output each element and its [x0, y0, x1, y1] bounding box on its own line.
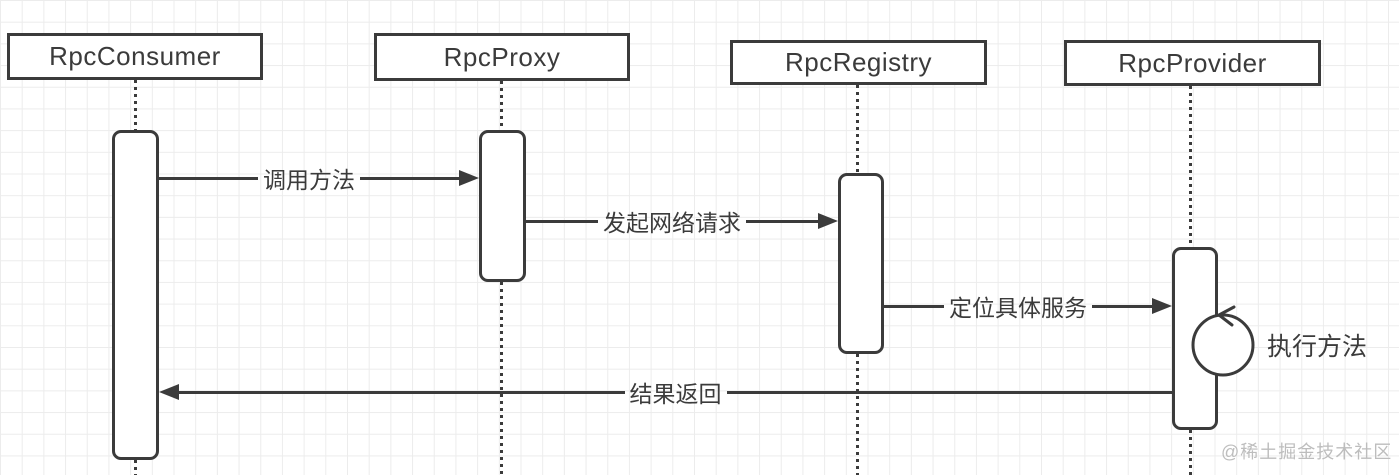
arrowhead-right-icon [818, 213, 838, 229]
arrowhead-left-icon [159, 384, 179, 400]
participant-rpcregistry-label: RpcRegistry [784, 47, 933, 77]
arrowhead-right-icon [1152, 298, 1172, 314]
participant-rpcconsumer: RpcConsumer [7, 33, 263, 80]
lifeline-rpcproxy [500, 81, 503, 130]
lifeline-rpcprovider [1189, 430, 1192, 475]
message-locate-service: 定位具体服务 [884, 290, 1172, 322]
message-line [746, 219, 818, 223]
watermark: @稀土掘金技术社区 [1221, 442, 1393, 462]
self-call-execute-label: 执行方法 [1267, 333, 1368, 361]
message-locate-service-label: 定位具体服务 [949, 295, 1087, 321]
lifeline-rpcregistry [856, 354, 859, 475]
participant-rpcprovider: RpcProvider [1064, 40, 1321, 86]
lifeline-rpcproxy [500, 282, 503, 475]
participant-rpcprovider-label: RpcProvider [1118, 47, 1267, 78]
message-line [526, 219, 598, 223]
message-line [884, 304, 944, 308]
message-line [726, 390, 1172, 394]
message-call-method-label: 调用方法 [263, 167, 355, 193]
activation-bar-rpcregistry [838, 173, 884, 354]
message-network-request-label: 发起网络请求 [603, 210, 741, 236]
arrowhead-right-icon [459, 170, 479, 186]
message-line [179, 390, 625, 394]
lifeline-rpcprovider [1189, 86, 1192, 247]
lifeline-rpcregistry [856, 85, 859, 173]
lifeline-rpcconsumer [134, 460, 137, 475]
message-network-request: 发起网络请求 [526, 205, 838, 237]
message-line [360, 176, 459, 180]
activation-bar-rpcconsumer [112, 130, 159, 460]
message-line [159, 176, 258, 180]
participant-rpcproxy-label: RpcProxy [443, 41, 561, 72]
message-line [1092, 304, 1152, 308]
participant-rpcproxy: RpcProxy [374, 33, 630, 81]
self-loop-icon [1191, 305, 1255, 377]
lifeline-rpcconsumer [134, 80, 137, 130]
message-return-result-label: 结果返回 [629, 381, 722, 407]
activation-bar-rpcproxy [479, 130, 526, 282]
message-call-method: 调用方法 [159, 162, 479, 194]
participant-rpcconsumer-label: RpcConsumer [49, 41, 221, 71]
participant-rpcregistry: RpcRegistry [730, 40, 987, 85]
message-return-result: 结果返回 [159, 376, 1172, 408]
